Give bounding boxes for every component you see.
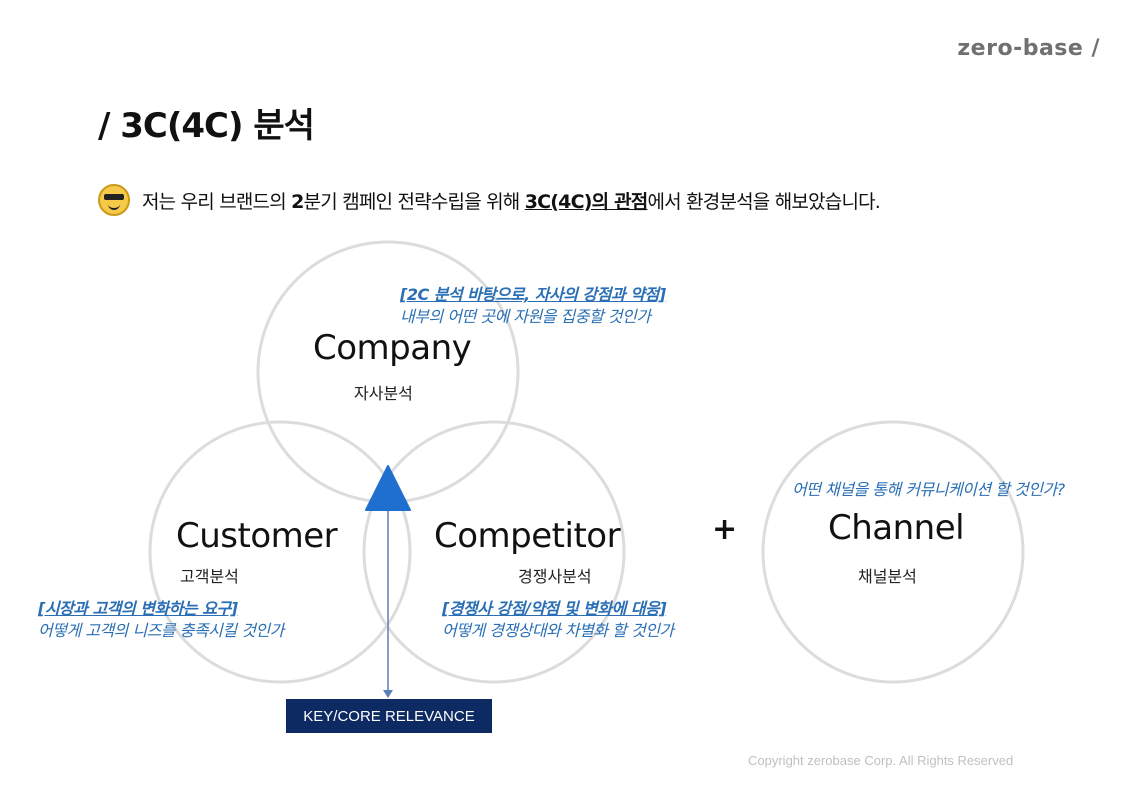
copyright-text: Copyright zerobase Corp. All Rights Rese… bbox=[748, 753, 1014, 768]
customer-label: Customer bbox=[176, 516, 338, 556]
channel-circle bbox=[761, 420, 1025, 684]
customer-circle bbox=[148, 420, 412, 684]
intro-text-1: 저는 우리 브랜드의 bbox=[142, 190, 292, 213]
sunglasses-emoji-icon bbox=[98, 184, 130, 216]
company-sub-label: 자사분석 bbox=[354, 384, 413, 403]
customer-note-body: 어떻게 고객의 니즈를 충족시킬 것인가 bbox=[38, 621, 284, 640]
customer-note-head: [시장과 고객의 변화하는 요구] bbox=[38, 599, 238, 618]
competitor-note-head: [경쟁사 강점/약점 및 변화에 대응] bbox=[442, 599, 667, 618]
intro-bold-quarter: 2 bbox=[291, 190, 304, 213]
company-note-body: 내부의 어떤 곳에 자원을 집중할 것인가 bbox=[400, 307, 651, 326]
key-core-relevance-box: KEY/CORE RELEVANCE bbox=[286, 699, 492, 733]
page-title: / 3C(4C) 분석 bbox=[98, 106, 315, 146]
customer-note: [시장과 고객의 변화하는 요구] 어떻게 고객의 니즈를 충족시킬 것인가 bbox=[38, 598, 284, 642]
channel-label: Channel bbox=[828, 508, 965, 548]
plus-sign: + bbox=[712, 512, 738, 547]
company-note-head: [2C 분석 바탕으로, 자사의 강점과 약점] bbox=[400, 285, 666, 304]
intro-text-2: 분기 캠페인 전략수립을 위해 bbox=[303, 190, 525, 213]
intro-sentence: 저는 우리 브랜드의 2분기 캠페인 전략수립을 위해 3C(4C)의 관점에서… bbox=[98, 184, 881, 216]
company-note: [2C 분석 바탕으로, 자사의 강점과 약점] 내부의 어떤 곳에 자원을 집… bbox=[400, 284, 666, 328]
competitor-note: [경쟁사 강점/약점 및 변화에 대응] 어떻게 경쟁상대와 차별화 할 것인가 bbox=[442, 598, 674, 642]
intro-text-3: 에서 환경분석을 해보았습니다. bbox=[647, 190, 881, 213]
channel-sub-label: 채널분석 bbox=[858, 567, 917, 586]
competitor-sub-label: 경쟁사분석 bbox=[518, 567, 592, 586]
competitor-note-body: 어떻게 경쟁상대와 차별화 할 것인가 bbox=[442, 621, 674, 640]
key-arrow-head bbox=[383, 690, 393, 698]
company-circle bbox=[256, 240, 520, 504]
customer-sub-label: 고객분석 bbox=[180, 567, 239, 586]
company-label: Company bbox=[313, 328, 472, 368]
competitor-circle bbox=[362, 420, 626, 684]
core-triangle-icon bbox=[365, 465, 411, 511]
channel-note: 어떤 채널을 통해 커뮤니케이션 할 것인가? bbox=[792, 480, 1065, 499]
competitor-label: Competitor bbox=[434, 516, 621, 556]
brand-logo: zero-base / bbox=[957, 36, 1100, 61]
intro-underline-perspective: 3C(4C)의 관점 bbox=[524, 190, 649, 213]
